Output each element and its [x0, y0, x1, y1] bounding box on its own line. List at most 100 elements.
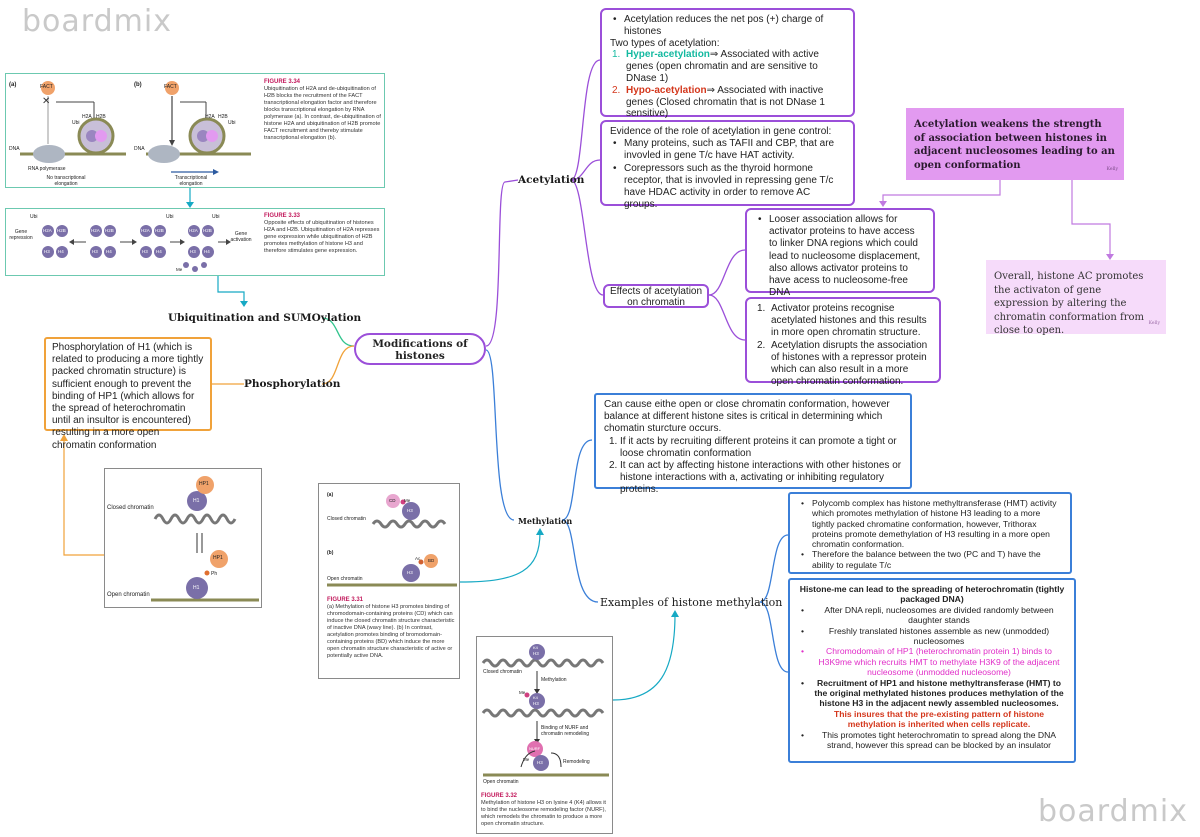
fig334-h2b-a: H2B	[96, 114, 106, 120]
ph-label: Ph	[211, 571, 218, 577]
acetylation-box-types: Acetylation reduces the net pos (+) char…	[600, 8, 855, 120]
fig331-title: FIGURE 3.31	[327, 597, 364, 603]
hp1-label-2: HP1	[213, 555, 223, 561]
fig334-ubi-a: Ubi	[72, 120, 80, 126]
fig332-k4-2: K4	[533, 695, 538, 700]
fig333-h2b-4: H2B	[203, 228, 212, 233]
fig333-h4-4: H4	[204, 249, 210, 254]
fig332-methylation: Methylation	[541, 677, 567, 683]
sticky-note-overall[interactable]: Overall, histone AC promotes the activat…	[986, 260, 1166, 336]
fig331-open: Open chromatin	[327, 576, 363, 582]
fig332-binding: Binding of NURF and chromatin remodeling	[541, 725, 590, 737]
spread-bullet-3: Chromodomain of HP1 (heterochromatin pro…	[798, 646, 1066, 677]
heterochromatin-spread-box: Histone-me can lead to the spreading of …	[788, 578, 1076, 763]
branch-phosphorylation[interactable]: Phosphorylation	[244, 378, 341, 390]
fig333-h2a-1: H2A	[43, 228, 52, 233]
fig334-no-elong: No transcriptional elongation	[46, 175, 86, 187]
fig331-ac: Ac	[415, 556, 421, 561]
sticky-note-text: Acetylation weakens the strength of asso…	[914, 119, 1115, 171]
sticky-note-author: Kelly	[1106, 166, 1118, 172]
figure-3-33: Ubi Ubi Ubi Gene repression Gene activat…	[5, 208, 385, 276]
acetylation-evidence-box: Evidence of the role of acetylation in g…	[600, 120, 855, 210]
fig334-title: FIGURE 3.34	[264, 79, 301, 85]
fig333-h4-1: H4	[58, 249, 64, 254]
fig333-h3-4: H3	[190, 249, 196, 254]
methylation-intro: Can cause eithe open or close chromatin …	[604, 399, 890, 435]
spread-bullet-1: After DNA repli, nucleosomes are divided…	[798, 605, 1066, 626]
fig332-caption: Methylation of histone H3 on lysine 4 (K…	[481, 800, 606, 827]
fig331-label-a: (a)	[327, 492, 334, 498]
fig332-h3-2: H3	[533, 701, 539, 706]
hp1-closed-label: Closed chromatin	[107, 505, 154, 511]
spread-bullet-4: Recruitment of HP1 and histone methyltra…	[798, 678, 1066, 730]
figure-3-34: ✕ (a) (b) FACT FACT Ubi H2A H2B H2A H2B …	[5, 73, 385, 188]
figure-3-31-illustration	[327, 494, 457, 587]
fig333-ubi-3: Ubi	[212, 214, 220, 220]
fig333-h2a-4: H2A	[189, 228, 198, 233]
effects-looser-bullet: Looser association allows for activator …	[755, 214, 925, 299]
fig334-h2a-b: H2A	[205, 114, 215, 120]
h1-label-2: H1	[193, 585, 200, 591]
branch-methylation[interactable]: Methylation	[518, 516, 573, 526]
fig332-me-1: Me	[519, 690, 526, 695]
acetylation-types-heading: Two types of acetylation:	[610, 37, 720, 49]
fig334-h2b-b: H2B	[218, 114, 228, 120]
fig331-cd: CD	[389, 498, 396, 503]
fig333-h3-1: H3	[44, 249, 50, 254]
fig333-gene-repression: Gene repression	[9, 229, 33, 241]
effects-box-looser: Looser association allows for activator …	[745, 208, 935, 298]
polycomb-bullet-1: Polycomb complex has histone methyltrans…	[798, 498, 1062, 549]
fig334-ubi-b: Ubi	[228, 120, 236, 126]
figure-hp1-chromatin: Closed chromatin Open chromatin HP1 HP1 …	[104, 468, 262, 608]
figure-3-33-illustration	[42, 225, 231, 272]
fig334-label-b: (b)	[134, 82, 142, 88]
hypo-acetylation-item: 2.Hypo-acetylation⇒ Associated with inac…	[612, 84, 825, 120]
methylation-item-1: 1.If it acts by recruiting different pro…	[609, 435, 897, 459]
examples-methylation-node[interactable]: Examples of histone methylation	[600, 596, 783, 609]
methylation-item-2: 2.It can act by affecting histone intera…	[609, 460, 902, 496]
fig333-title: FIGURE 3.33	[264, 213, 301, 219]
effects-item-1: 1.Activator proteins recognise acetylate…	[757, 303, 927, 339]
evidence-bullet-2: Corepressors such as the thyroid hormone…	[610, 163, 845, 212]
fig331-label-b: (b)	[327, 550, 334, 556]
sticky-note-author: Kelly	[1148, 320, 1160, 326]
fig332-open: Open chromatin	[483, 779, 519, 785]
figure-3-32: K4 H3 Closed chromatin Methylation Me K4…	[476, 636, 613, 834]
fig332-remodeling: Remodeling	[563, 759, 590, 765]
fig333-h3-3: H3	[142, 249, 148, 254]
fig331-me: Me	[404, 498, 411, 503]
polycomb-bullet-2: Therefore the balance between the two (P…	[798, 549, 1062, 570]
figure-3-34-illustration: ✕	[20, 81, 251, 175]
fig334-dna-a: DNA	[9, 146, 20, 152]
fig334-rnapol: RNA polymerase	[28, 166, 66, 172]
fig333-h2b-1: H2B	[57, 228, 66, 233]
fig331-bd: BD	[428, 558, 435, 563]
fig333-h4-3: H4	[156, 249, 162, 254]
evidence-intro: Evidence of the role of acetylation in g…	[610, 126, 832, 137]
fig332-title: FIGURE 3.32	[481, 793, 518, 799]
spread-bullet-2: Freshly translated histones assemble as …	[798, 626, 1066, 647]
branch-ubiquitination[interactable]: Ubiquitination and SUMOylation	[168, 312, 362, 324]
sticky-note-acetylation[interactable]: Acetylation weakens the strength of asso…	[906, 108, 1124, 180]
fig333-h4-2: H4	[106, 249, 112, 254]
fig332-h3-1: H3	[533, 651, 539, 656]
fig331-h3-a: H3	[407, 508, 413, 513]
fig332-k4-1: K4	[533, 645, 538, 650]
fig333-h2a-3: H2A	[141, 228, 150, 233]
fig334-caption: Ubiquitination of H2A and de-ubiquitinat…	[264, 86, 381, 141]
fig334-fact-a: FACT	[40, 84, 53, 90]
fig334-dna-b: DNA	[134, 146, 145, 152]
central-node[interactable]: Modifications of histones	[354, 333, 486, 365]
evidence-bullet-1: Many proteins, such as TAFII and CBP, th…	[610, 138, 845, 162]
fig332-closed: Closed chromatin	[483, 669, 522, 675]
fig332-h3-3: H3	[537, 760, 543, 765]
effects-acetylation-node[interactable]: Effects of acetylation on chromatin	[603, 284, 709, 308]
fig333-gene-activation: Gene activation	[230, 231, 252, 243]
branch-acetylation[interactable]: Acetylation	[518, 174, 585, 186]
methylation-box: Can cause eithe open or close chromatin …	[594, 393, 912, 495]
fig334-elong: Transcriptional elongation	[174, 175, 208, 187]
watermark-bottom: boardmix	[1038, 794, 1188, 829]
phosphorylation-box: Phosphorylation of H1 (which is related …	[44, 337, 212, 451]
fig331-caption: (a) Methylation of histone H3 promotes b…	[327, 604, 455, 659]
acetylation-charge-bullet: Acetylation reduces the net pos (+) char…	[610, 14, 845, 38]
